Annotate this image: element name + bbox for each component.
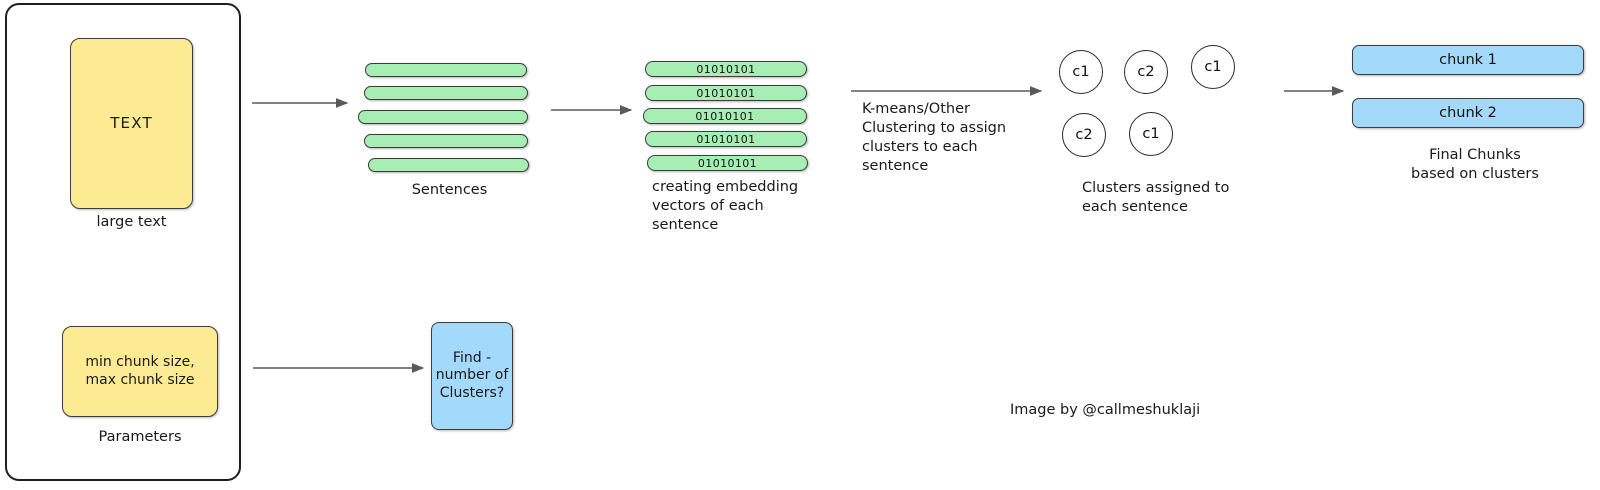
clustering-step-label: K-means/Other Clustering to assign clust… — [862, 101, 1007, 174]
cluster-circle: c1 — [1191, 45, 1235, 89]
image-credit: Image by @callmeshuklaji — [1010, 402, 1201, 418]
chunk-box[interactable]: chunk 1 — [1352, 45, 1584, 75]
large-text-caption: large text — [96, 214, 167, 230]
sentence-bar — [358, 110, 528, 124]
embedding-vector-bar: 01010101 — [645, 61, 807, 77]
cluster-circle: c2 — [1062, 113, 1106, 157]
sentence-bar — [365, 63, 527, 77]
cluster-circle: c1 — [1129, 112, 1173, 156]
embedding-vector-bar: 01010101 — [643, 108, 807, 124]
cluster-circle: c2 — [1124, 50, 1168, 94]
final-chunks-caption: Final Chunks based on clusters — [1411, 147, 1539, 182]
clusters-caption: Clusters assigned to each sentence — [1082, 180, 1230, 215]
sentences-caption: Sentences — [411, 182, 488, 198]
sentence-bar — [364, 86, 528, 100]
chunk-box[interactable]: chunk 2 — [1352, 98, 1584, 128]
embeddings-caption: creating embedding vectors of each sente… — [652, 179, 799, 233]
text-node[interactable]: TEXT — [70, 38, 193, 209]
find-number-of-clusters-node[interactable]: Find - number of Clusters? — [431, 322, 513, 430]
cluster-circle: c1 — [1059, 50, 1103, 94]
sentence-bar — [364, 134, 528, 148]
embedding-vector-bar: 01010101 — [645, 131, 807, 147]
parameters-caption: Parameters — [98, 429, 182, 445]
parameters-node[interactable]: min chunk size, max chunk size — [62, 326, 218, 417]
embedding-vector-bar: 01010101 — [647, 155, 808, 171]
sentence-bar — [368, 158, 529, 172]
embedding-vector-bar: 01010101 — [645, 85, 807, 101]
